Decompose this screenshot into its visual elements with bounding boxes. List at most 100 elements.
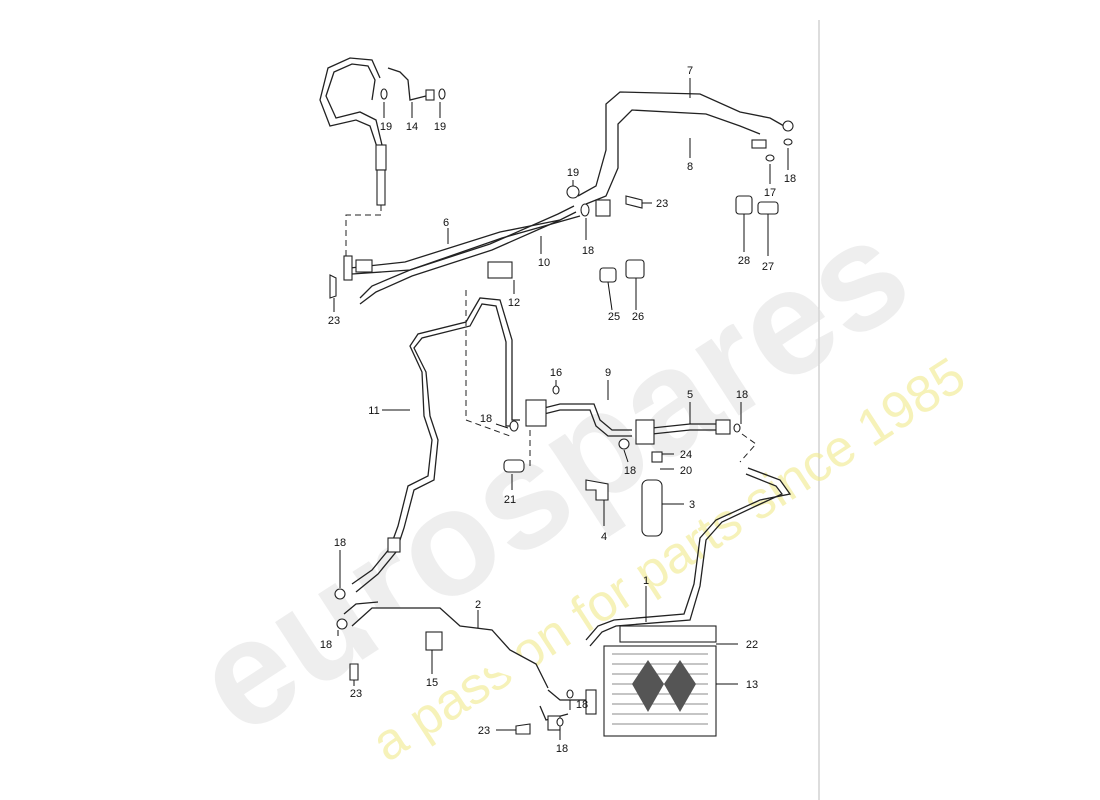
callout-8[interactable]: 8 [687,161,693,173]
callout-19[interactable]: 19 [567,167,579,179]
pipe-sleeve [376,169,386,206]
callout-5[interactable]: 5 [687,389,693,401]
callout-9[interactable]: 9 [605,367,611,379]
callout-19[interactable]: 19 [434,121,446,133]
pipe-coupling [375,144,387,171]
o-ring-18c [733,423,741,433]
callout-18[interactable]: 18 [736,389,748,401]
hose-8 [585,109,761,205]
o-ring-19a [380,88,388,100]
o-ring-17 [765,154,775,162]
loop-pipe-outer [325,63,383,146]
callout-18[interactable]: 18 [320,639,332,651]
pipe-10-bottom [351,215,581,275]
pipe-6-clamp [355,259,373,273]
callout-13[interactable]: 13 [746,679,758,691]
short-pipe-14 [387,67,427,101]
pipe-6-bottom [359,211,577,305]
o-ring-18a [783,138,793,146]
callout-17[interactable]: 17 [764,187,776,199]
callout-18[interactable]: 18 [480,413,492,425]
callout-18[interactable]: 18 [576,699,588,711]
callout-18[interactable]: 18 [784,173,796,185]
bolt-23b [625,195,643,209]
upper-left-pipe-assembly [319,57,446,258]
callout-22[interactable]: 22 [746,639,758,651]
pipe-1-outer [585,467,792,641]
callout-4[interactable]: 4 [601,531,607,543]
pipe-11-inner [355,303,516,593]
sensor-21 [503,459,525,473]
callout-23[interactable]: 23 [350,688,362,700]
pipe-11-sleeve [387,537,401,553]
fitting-8-end [751,139,767,149]
callout-18[interactable]: 18 [334,537,346,549]
bracket-4 [585,479,609,501]
callout-19[interactable]: 19 [380,121,392,133]
dash-connector-mid [465,290,511,437]
callout-3[interactable]: 3 [689,499,695,511]
callout-16[interactable]: 16 [550,367,562,379]
switch-24 [651,451,663,463]
callout-18[interactable]: 18 [624,465,636,477]
hose-2-body [351,607,549,689]
bolt-23c [349,663,359,681]
bracket-12 [487,261,513,279]
pipe-9-bottom [535,409,632,437]
callout-18[interactable]: 18 [582,245,594,257]
callout-28[interactable]: 28 [738,255,750,267]
callout-26[interactable]: 26 [632,311,644,323]
o-ring-18b [580,203,590,217]
bolt-23a-body [329,274,337,299]
callout-20[interactable]: 20 [680,465,692,477]
callout-18[interactable]: 18 [556,743,568,755]
callout-14[interactable]: 14 [406,121,418,133]
pipe-10-fitting [595,199,611,217]
callout-6[interactable]: 6 [443,217,449,229]
callout-10[interactable]: 10 [538,257,550,269]
callout-25[interactable]: 25 [608,311,620,323]
hose-2-end [343,601,379,615]
valve-26 [625,259,645,279]
condenser-inlet-fitting [585,689,597,715]
dash-connector-top [345,205,382,258]
callout-23[interactable]: 23 [328,315,340,327]
condenser-outlet-pipe [539,705,569,721]
o-ring-16 [552,385,560,395]
callout-24[interactable]: 24 [680,449,692,461]
filter-22 [619,625,717,643]
callout-2[interactable]: 2 [475,599,481,611]
callout-11[interactable]: 11 [368,405,379,417]
leader-25 [607,281,613,311]
receiver-drier-3 [641,479,663,537]
service-valves [599,195,779,283]
loop-pipe-inner [319,57,381,151]
callout-leaders [333,78,789,740]
bolt-23d [515,723,531,735]
callout-labels: 7 8 17 18 19 14 19 19 23 18 6 10 28 27 1… [320,65,796,755]
hoses-7-8 [577,91,794,205]
callout-23[interactable]: 23 [478,725,490,737]
o-ring-18e [618,438,630,450]
pipe-end-14 [425,89,435,101]
leader-18e [623,449,629,463]
valve-27 [757,201,779,215]
callout-21[interactable]: 21 [504,494,516,506]
callout-15[interactable]: 15 [426,677,438,689]
callout-12[interactable]: 12 [508,297,520,309]
valve-25 [599,267,617,283]
condenser-group [515,625,717,737]
pipe-1-inner [589,473,784,647]
callout-27[interactable]: 27 [762,261,774,273]
pipe-1 [585,467,792,647]
callout-1[interactable]: 1 [643,575,649,587]
o-ring-18d [509,420,519,432]
pipe-5-fitting [715,419,731,435]
callout-7[interactable]: 7 [687,65,693,77]
o-ring-18f [334,588,346,600]
clip-15 [425,631,443,651]
callout-23[interactable]: 23 [656,198,668,210]
o-ring-19c [566,185,580,199]
